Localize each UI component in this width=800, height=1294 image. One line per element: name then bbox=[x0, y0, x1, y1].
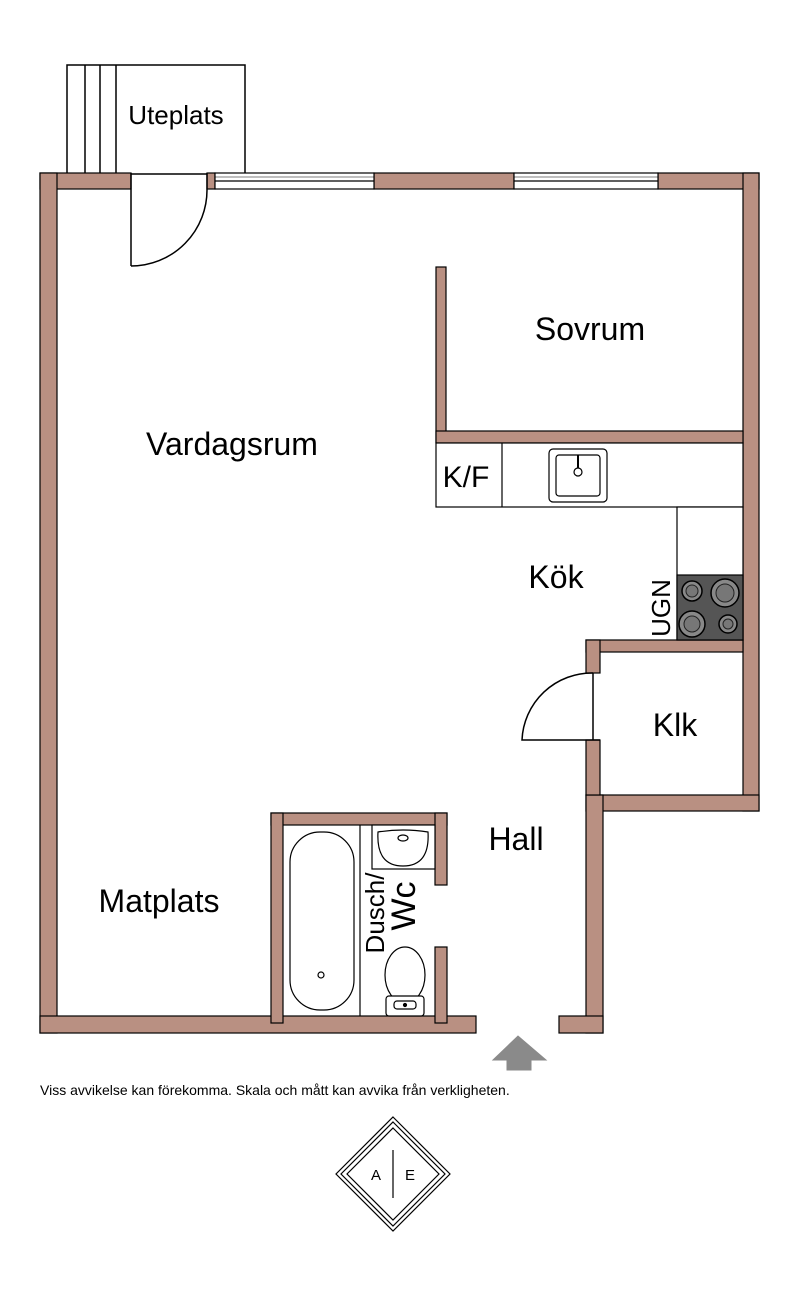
label-ugn: UGN bbox=[646, 579, 676, 637]
ae-logo: A E bbox=[335, 1116, 451, 1232]
window-right bbox=[513, 172, 659, 190]
disclaimer-text: Viss avvikelse kan förekomma. Skala och … bbox=[40, 1082, 510, 1098]
label-kf: K/F bbox=[443, 461, 490, 494]
label-wc: Wc bbox=[385, 881, 423, 930]
logo-letter-a: A bbox=[371, 1167, 381, 1184]
label-vardagsrum: Vardagsrum bbox=[146, 426, 318, 462]
label-dusch: Dusch/ bbox=[360, 872, 390, 954]
terrace bbox=[66, 64, 246, 175]
washbasin bbox=[371, 824, 436, 870]
label-matplats: Matplats bbox=[99, 883, 220, 919]
toilet bbox=[384, 946, 426, 1017]
label-uteplats: Uteplats bbox=[128, 100, 223, 130]
label-sovrum: Sovrum bbox=[535, 311, 645, 347]
label-hall: Hall bbox=[488, 821, 543, 857]
window-left bbox=[214, 172, 375, 190]
bathtub bbox=[289, 825, 361, 1016]
label-klk: Klk bbox=[653, 707, 698, 743]
logo-letter-e: E bbox=[405, 1167, 415, 1184]
balcony-door bbox=[130, 173, 208, 267]
closet-door bbox=[521, 672, 600, 741]
label-kok: Kök bbox=[528, 559, 584, 595]
entrance-arrow-icon bbox=[491, 1035, 548, 1071]
stove bbox=[676, 574, 744, 641]
